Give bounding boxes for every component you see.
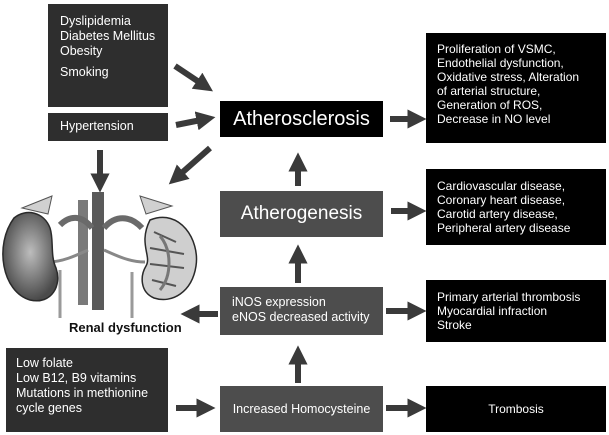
risk-factor-item: Diabetes Mellitus bbox=[60, 29, 156, 43]
risk-factor-item: Dyslipidemia bbox=[60, 14, 131, 28]
homocysteine-label: Increased Homocysteine bbox=[232, 402, 371, 416]
homocysteine-box: Increased Homocysteine bbox=[220, 386, 383, 432]
hypertension-label: Hypertension bbox=[60, 119, 134, 133]
arrow-hypertension-to-atherosclerosis bbox=[175, 111, 216, 131]
nos-line: iNOS expression bbox=[232, 295, 326, 309]
atherosclerosis-label: Atherosclerosis bbox=[233, 108, 370, 130]
nutrition-line: Low folate bbox=[16, 356, 73, 370]
nutrition-line: Mutations in methionine bbox=[16, 386, 149, 400]
thrombosis-line: Stroke bbox=[437, 318, 472, 332]
arrow-atherosclerosis-to-renal bbox=[168, 145, 212, 185]
trombosis-label: Trombosis bbox=[488, 402, 544, 416]
nutrition-box: Low folate Low B12, B9 vitamins Mutation… bbox=[6, 348, 168, 432]
effect-line: Oxidative stress, Alteration bbox=[437, 70, 580, 84]
atherogenesis-box: Atherogenesis bbox=[220, 191, 383, 237]
nos-box: iNOS expression eNOS decreased activity bbox=[220, 287, 383, 335]
trombosis-box: Trombosis bbox=[426, 386, 606, 432]
effect-line: Endothelial dysfunction, bbox=[437, 56, 564, 70]
risk-factor-item: Obesity bbox=[60, 44, 103, 58]
thrombosis-line: Myocardial infraction bbox=[437, 304, 548, 318]
diseases-box: Cardiovascular disease, Coronary heart d… bbox=[426, 169, 606, 245]
hypertension-box: Hypertension bbox=[48, 113, 168, 141]
nutrition-line: Low B12, B9 vitamins bbox=[16, 371, 137, 385]
nos-line: eNOS decreased activity bbox=[232, 310, 370, 324]
arrow-risk-to-atherosclerosis bbox=[173, 63, 213, 92]
vascular-effects-box: Proliferation of VSMC, Endothelial dysfu… bbox=[426, 33, 606, 143]
nutrition-line: cycle genes bbox=[16, 401, 83, 415]
effect-line: Proliferation of VSMC, bbox=[437, 42, 556, 56]
kidney-illustration bbox=[2, 192, 198, 318]
disease-line: Peripheral artery disease bbox=[437, 221, 571, 235]
effect-line: of arterial structure, bbox=[437, 84, 541, 98]
disease-line: Cardiovascular disease, bbox=[437, 179, 566, 193]
risk-factor-item: Smoking bbox=[60, 65, 109, 79]
effect-line: Decrease in NO level bbox=[437, 112, 551, 126]
effect-line: Generation of ROS, bbox=[437, 98, 543, 112]
renal-dysfunction-label: Renal dysfunction bbox=[69, 320, 182, 335]
atherogenesis-label: Atherogenesis bbox=[240, 203, 363, 224]
risk-factors-box: Dyslipidemia Diabetes Mellitus Obesity S… bbox=[48, 4, 168, 107]
disease-line: Coronary heart disease, bbox=[437, 193, 566, 207]
atherosclerosis-box: Atherosclerosis bbox=[220, 101, 383, 137]
thrombosis-related-box: Primary arterial thrombosis Myocardial i… bbox=[426, 280, 606, 342]
thrombosis-line: Primary arterial thrombosis bbox=[437, 290, 581, 304]
disease-line: Carotid artery disease, bbox=[437, 207, 558, 221]
